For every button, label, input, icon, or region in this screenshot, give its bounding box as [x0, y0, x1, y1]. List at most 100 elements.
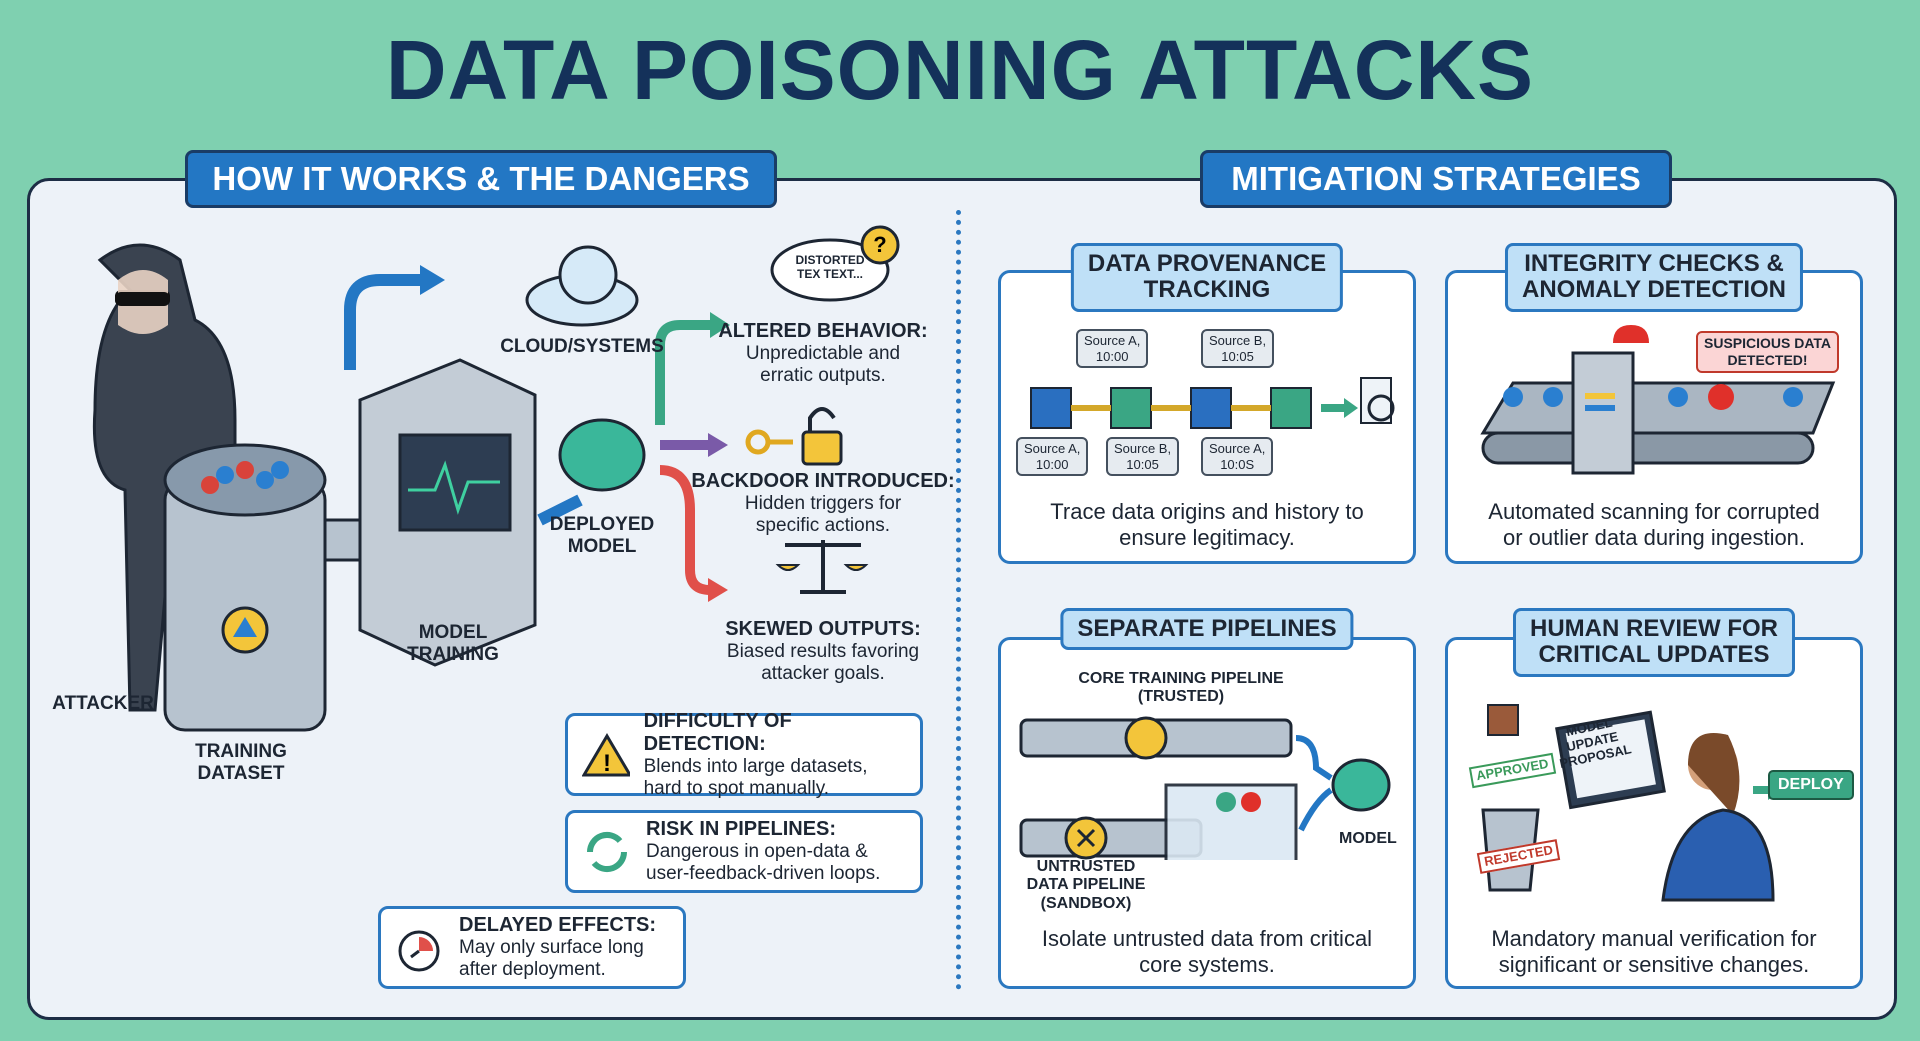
chip-line: Source B, [1114, 441, 1172, 456]
box-line: May only surface long [459, 937, 644, 959]
label-line: CORE TRAINING PIPELINE [1078, 670, 1284, 687]
source-chip: Source A,10:0S [1201, 437, 1274, 477]
box-line: hard to spot manually. [643, 777, 830, 799]
source-chip: Source B,10:05 [1106, 437, 1180, 477]
desc-line: Automated scanning for corrupted [1488, 499, 1820, 524]
card-integrity: INTEGRITY CHECKS &ANOMALY DETECTION SUSP… [1445, 243, 1863, 564]
attacker-label: ATTACKER [52, 693, 154, 714]
effect-title: ALTERED BEHAVIOR: [718, 320, 928, 342]
effect-line: erratic outputs. [760, 364, 886, 386]
warning-icon: ! [582, 732, 630, 777]
dataset-label-line: DATASET [197, 762, 285, 784]
effect-line: specific actions. [755, 514, 891, 536]
source-chip: Source A,10:00 [1016, 437, 1089, 477]
source-chip: Source B,10:05 [1201, 329, 1275, 369]
core-pipeline-label: CORE TRAINING PIPELINE(TRUSTED) [1041, 670, 1321, 707]
thought-line: DISTORTED [795, 253, 865, 267]
chip-line: 10:00 [1095, 348, 1129, 364]
chip-line: Source A, [1024, 441, 1081, 456]
pipelines-icon [1019, 716, 1391, 860]
card-title-line: ANOMALY DETECTION [1521, 276, 1787, 304]
effect-line: Biased results favoring [726, 641, 920, 662]
training-label-line: MODEL [418, 622, 488, 643]
cloud-label: CLOUD/SYSTEMS [500, 336, 664, 357]
chip-line: Source B, [1209, 333, 1267, 348]
deployed-label-line: MODEL [567, 535, 637, 557]
desc-line: Mandatory manual verification for [1491, 926, 1817, 951]
chip-line: 10:0S [1220, 456, 1255, 472]
card-title-line: HUMAN REVIEW FOR [1530, 615, 1778, 642]
deployed-label-line: DEPLOYED [549, 514, 655, 535]
chip-line: Source A, [1084, 333, 1141, 348]
thought-bubble-icon: ? [770, 225, 900, 302]
label-line: (SANDBOX) [1040, 894, 1132, 912]
box-title: RISK IN PIPELINES: [646, 818, 837, 841]
page-title: DATA POISONING ATTACKS [385, 23, 1535, 117]
key-lock-icon [745, 407, 843, 466]
box-title: DIFFICULTY OF DETECTION: [643, 709, 792, 755]
box-line: after deployment. [459, 959, 606, 980]
chip-line: Source A, [1209, 441, 1266, 456]
brain-icon [558, 418, 646, 492]
effect-line: attacker goals. [761, 662, 885, 684]
effect-title: SKEWED OUTPUTS: [725, 618, 921, 640]
training-machine-icon [358, 358, 537, 667]
difficulty-box: ! DIFFICULTY OF DETECTION:Blends into la… [565, 709, 923, 799]
label-line: (TRUSTED) [1137, 688, 1225, 706]
card-title-line: SEPARATE PIPELINES [1077, 615, 1337, 642]
scales-icon [775, 540, 869, 594]
desc-line: or outlier data during ingestion. [1502, 525, 1806, 551]
training-label-line: TRAINING [407, 643, 499, 665]
deploy-button: DEPLOY [1768, 770, 1854, 801]
card-pipelines: SEPARATE PIPELINES CORE TRAINING PIPELIN… [998, 608, 1416, 989]
effect-title: BACKDOOR INTRODUCED: [691, 470, 955, 492]
desc-line: significant or sensitive changes. [1498, 952, 1810, 978]
label-line: UNTRUSTED [1036, 858, 1136, 875]
box-line: Dangerous in open-data & [646, 841, 868, 863]
dataset-label-line: TRAINING [195, 741, 287, 762]
source-chip: Source A,10:00 [1076, 329, 1149, 369]
attack-flow-illustration: ? [92, 225, 900, 732]
desc-line: Trace data origins and history to [1050, 499, 1364, 524]
refresh-icon [586, 831, 628, 872]
effect-line: Unpredictable and [745, 343, 901, 364]
chip-line: 10:00 [1035, 456, 1069, 472]
section-divider [956, 210, 961, 990]
chip-line: 10:05 [1221, 348, 1254, 364]
desc-line: ensure legitimacy. [1119, 525, 1295, 551]
model-label: MODEL [1339, 830, 1397, 847]
alert-line: DETECTED! [1727, 351, 1808, 368]
clock-icon [398, 930, 440, 971]
box-title: DELAYED EFFECTS: [459, 914, 657, 937]
blockchain-icon [1030, 377, 1395, 429]
left-section-header: HOW IT WORKS & THE DANGERS [185, 150, 777, 208]
conveyor-scanner-icon [1480, 325, 1836, 475]
chip-line: 10:05 [1126, 456, 1159, 472]
risk-box: RISK IN PIPELINES:Dangerous in open-data… [565, 810, 923, 893]
card-title-line: TRACKING [1143, 276, 1271, 304]
box-line: Blends into large datasets, [643, 755, 868, 777]
cloud-icon [525, 245, 639, 327]
right-section-header: MITIGATION STRATEGIES [1200, 150, 1672, 208]
effect-line: Hidden triggers for [744, 493, 902, 514]
card-title-line: INTEGRITY CHECKS & [1524, 250, 1784, 277]
card-title-line: CRITICAL UPDATES [1538, 641, 1770, 669]
desc-line: core systems. [1139, 952, 1275, 978]
